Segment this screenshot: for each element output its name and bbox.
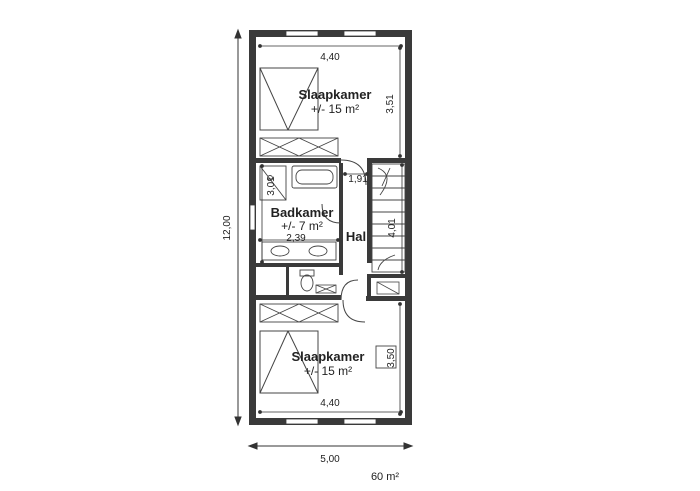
dim-bath-width: 2,39 <box>286 233 306 244</box>
dimension-lines <box>258 44 404 416</box>
room-name-bathroom: Badkamer <box>271 205 334 220</box>
shower <box>259 165 287 201</box>
room-name-bedroom-bottom: Slaapkamer <box>292 349 365 364</box>
dim-stair-depth: 4,01 <box>387 218 398 238</box>
bathtub <box>291 165 338 189</box>
washbasin <box>261 241 337 261</box>
dim-bottom-width: 4,40 <box>320 398 340 409</box>
room-name-bedroom-top: Slaapkamer <box>299 87 372 102</box>
desk <box>375 345 397 369</box>
dim-stair-width: 1,91 <box>348 174 368 185</box>
dim-top-depth: 3,51 <box>385 94 396 114</box>
door-wc <box>340 279 359 301</box>
staircase <box>371 163 406 273</box>
wardrobe-top <box>259 137 339 157</box>
windows <box>249 30 377 425</box>
toilet <box>299 269 315 292</box>
wardrobe-bottom <box>259 303 339 323</box>
dim-bottom-depth: 3,50 <box>386 348 397 368</box>
storage-cupboard <box>376 281 400 295</box>
door-top-bedroom <box>340 159 367 186</box>
dim-overall-height: 12,00 <box>222 215 233 240</box>
dim-top-width: 4,40 <box>320 52 340 63</box>
dim-bath-depth: 3,01 <box>266 176 277 196</box>
room-area-bedroom-bottom: +/- 15 m² <box>304 364 352 378</box>
room-area-bedroom-top: +/- 15 m² <box>311 102 359 116</box>
dim-overall-width: 5,00 <box>320 454 340 465</box>
overall-dimension-lines <box>234 28 414 450</box>
total-area: 60 m² <box>371 471 399 483</box>
bed-top <box>259 67 319 131</box>
door-bottom-bedroom <box>342 299 366 323</box>
room-name-hall: Hal <box>346 229 366 244</box>
bed-bottom <box>259 330 319 394</box>
door-bathroom <box>321 203 342 224</box>
interior-walls <box>256 158 405 301</box>
wc-cabinet <box>315 284 337 294</box>
room-area-bathroom: +/- 7 m² <box>281 219 323 233</box>
